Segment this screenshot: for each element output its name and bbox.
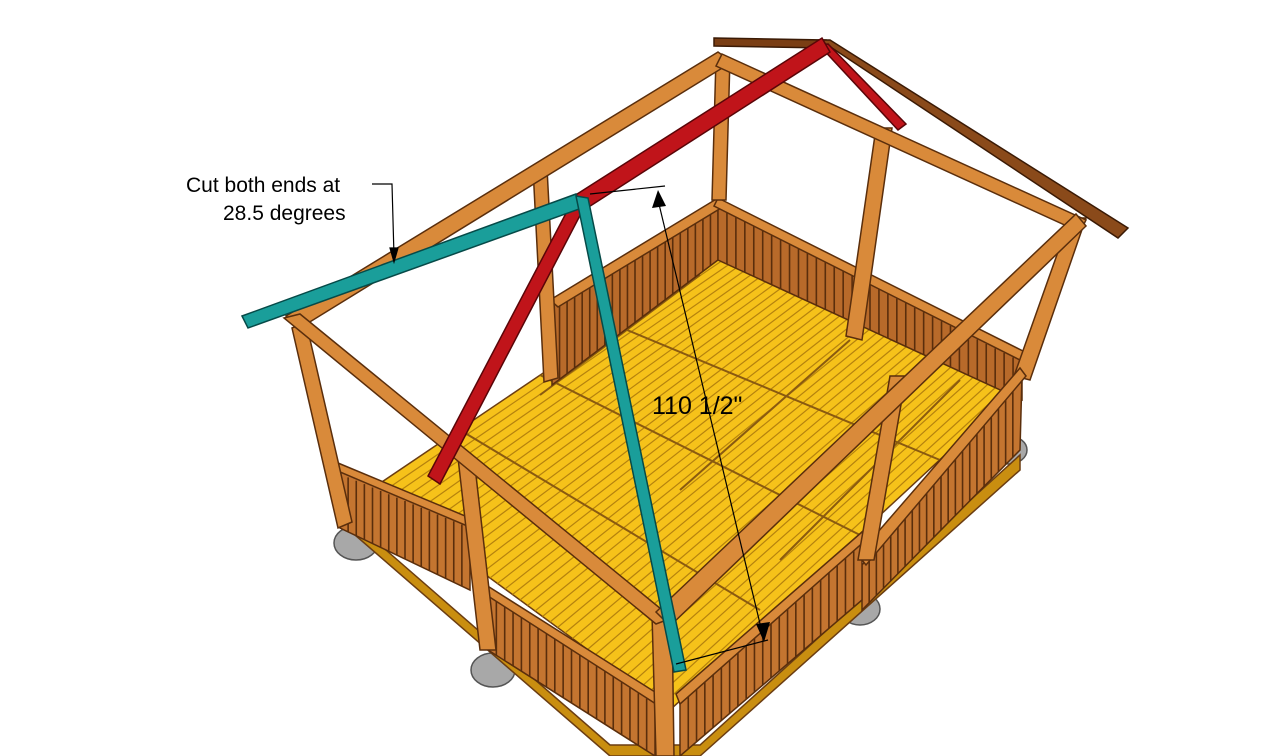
floor-board [639, 376, 986, 689]
floor-board [467, 298, 815, 562]
floor-board [632, 372, 979, 683]
note-leader [372, 183, 399, 265]
cut-note-line2: 28.5 degrees [223, 202, 346, 225]
dimension-label: 110 1/2" [652, 392, 743, 420]
post-back-right [845, 127, 893, 341]
dimension-arrow-icon [652, 190, 666, 208]
post-right-mid [857, 375, 907, 561]
floor-board [429, 281, 778, 535]
right-railing [857, 366, 1027, 612]
floor-board [392, 264, 741, 507]
rafters [240, 36, 1130, 673]
front-railing [336, 461, 867, 756]
floor-board [654, 382, 1001, 700]
floor-board [444, 288, 793, 546]
floor-board [437, 284, 786, 540]
leader-arrow-icon [389, 247, 399, 265]
cut-note-line1: Cut both ends at [186, 174, 341, 197]
rafter-brown-right [817, 39, 1130, 239]
floor-board [399, 268, 749, 513]
post-back-center [711, 57, 731, 201]
dimension-arrow-bottom-icon [756, 622, 770, 642]
rafter-teal-down [575, 195, 687, 673]
floor-board [624, 369, 971, 678]
floor-board [662, 386, 1008, 705]
deck-frame [339, 453, 1021, 756]
front-posts [291, 320, 907, 756]
dimension-line [589, 185, 770, 665]
floor-board [647, 379, 994, 694]
